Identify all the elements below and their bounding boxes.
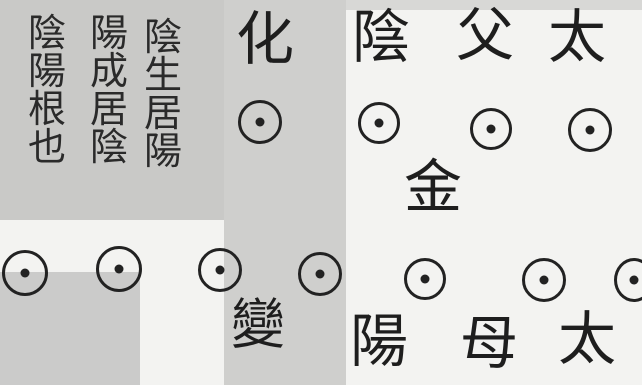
circle-dot-icon [2, 250, 48, 296]
char: 陽 [90, 11, 129, 55]
char: 陽 [144, 129, 183, 173]
top-right-char-2: 父 [456, 1, 515, 69]
text-column-1: 陰 陽 根 也 [28, 14, 66, 166]
circle-dot-icon [358, 102, 400, 144]
gray-panel-center [224, 0, 346, 385]
top-right-char-3: 太 [548, 3, 607, 71]
char: 生 [144, 53, 183, 97]
middle-char: 金 [404, 153, 463, 221]
center-bottom-char: 變 [231, 293, 285, 356]
bottom-right-char-1: 陽 [350, 307, 409, 375]
text-column-2: 陽 成 居 陰 [90, 14, 128, 166]
circle-dot-icon [614, 258, 642, 302]
char: 陰 [28, 11, 67, 55]
char: 成 [90, 49, 129, 93]
char: 居 [90, 87, 129, 131]
char: 居 [144, 91, 183, 135]
char: 陰 [90, 125, 129, 169]
circle-dot-icon [568, 108, 612, 152]
gray-panel-left [0, 0, 224, 220]
char: 也 [28, 125, 67, 169]
circle-dot-icon [522, 258, 566, 302]
circle-dot-icon [404, 258, 446, 300]
char: 陰 [144, 15, 183, 59]
bottom-right-char-3: 太 [558, 305, 617, 373]
circle-dot-icon [298, 252, 342, 296]
circle-dot-icon [470, 108, 512, 150]
char: 根 [28, 87, 67, 131]
bottom-right-char-2: 母 [460, 309, 519, 377]
char: 陽 [28, 49, 67, 93]
top-right-char-1: 陰 [352, 3, 411, 71]
text-column-3: 陰 生 居 陽 [144, 18, 182, 170]
circle-dot-icon [96, 246, 142, 292]
circle-dot-icon [238, 100, 282, 144]
circle-dot-icon [198, 248, 242, 292]
center-top-char: 化 [236, 5, 295, 73]
gray-panel-top-right [346, 0, 642, 10]
